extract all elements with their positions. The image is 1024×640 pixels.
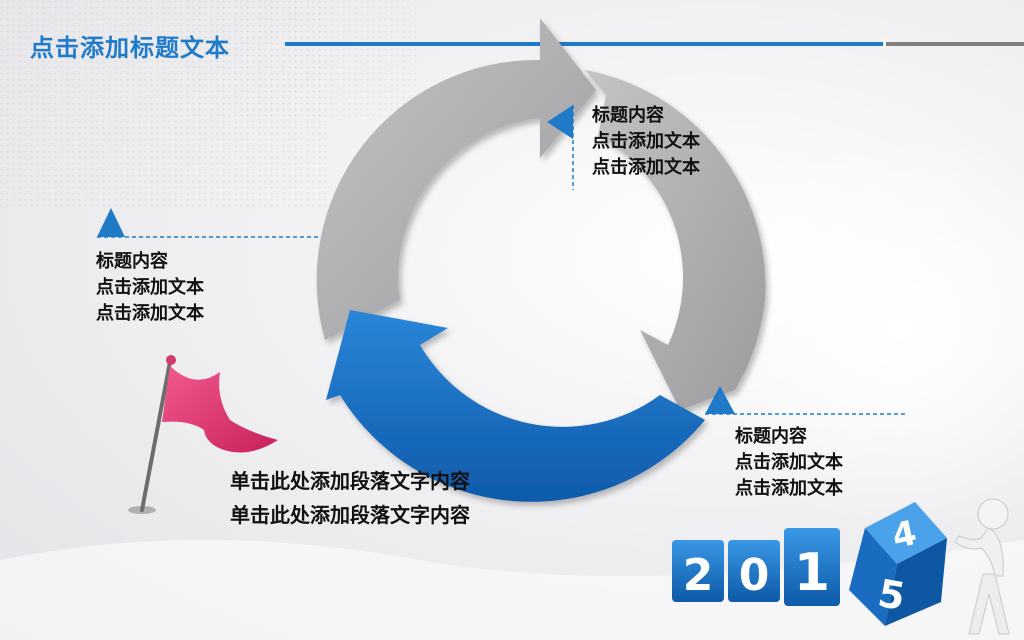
triangle-marker-icon: [705, 386, 735, 414]
blue-arrow-bottom: [326, 310, 705, 502]
flag-icon: [128, 355, 278, 514]
year-cube-1: 2: [672, 540, 724, 602]
paragraph-line-1: 单击此处添加段落文字内容: [230, 469, 470, 493]
title-rule-gray: [886, 42, 1024, 46]
triangle-marker-icon: [547, 105, 573, 139]
triangle-marker-icon: [97, 208, 125, 237]
callout-3: 标题内容 点击添加文本 点击添加文本: [735, 424, 843, 502]
callout-3-line-1: 点击添加文本: [735, 452, 843, 473]
year-cubes-graphic: 2 0 1 4 5: [672, 498, 1010, 635]
year-digit-3: 1: [794, 543, 830, 603]
callout-2-line-1: 点击添加文本: [96, 277, 204, 298]
callout-3-heading: 标题内容: [735, 426, 807, 447]
callout-2-marker: [97, 208, 320, 238]
rotating-cube: 4 5: [849, 502, 947, 626]
gray-arrow-left: [316, 18, 596, 340]
year-cube-3: 1: [784, 528, 840, 606]
page-title: 点击添加标题文本: [30, 34, 230, 62]
callout-1-line-2: 点击添加文本: [592, 157, 700, 178]
callout-2-heading: 标题内容: [96, 251, 168, 272]
callout-3-line-2: 点击添加文本: [735, 478, 843, 499]
title-rule-blue: [285, 42, 883, 46]
year-cube-2: 0: [728, 540, 780, 602]
gray-arrow-right: [585, 70, 766, 410]
callout-2: 标题内容 点击添加文本 点击添加文本: [96, 249, 204, 327]
callout-1: 标题内容 点击添加文本 点击添加文本: [592, 103, 700, 181]
callout-1-heading: 标题内容: [592, 105, 664, 126]
callout-2-line-2: 点击添加文本: [96, 303, 204, 324]
year-digit-1: 2: [683, 550, 714, 601]
figure-pushing-cube-icon: [954, 498, 1010, 635]
paragraph-text: 单击此处添加段落文字内容 单击此处添加段落文字内容: [230, 464, 470, 532]
callout-1-line-1: 点击添加文本: [592, 131, 700, 152]
year-digit-2: 0: [739, 550, 770, 601]
callout-1-marker: [547, 105, 574, 190]
paragraph-line-2: 单击此处添加段落文字内容: [230, 503, 470, 527]
callout-3-marker: [705, 386, 908, 415]
